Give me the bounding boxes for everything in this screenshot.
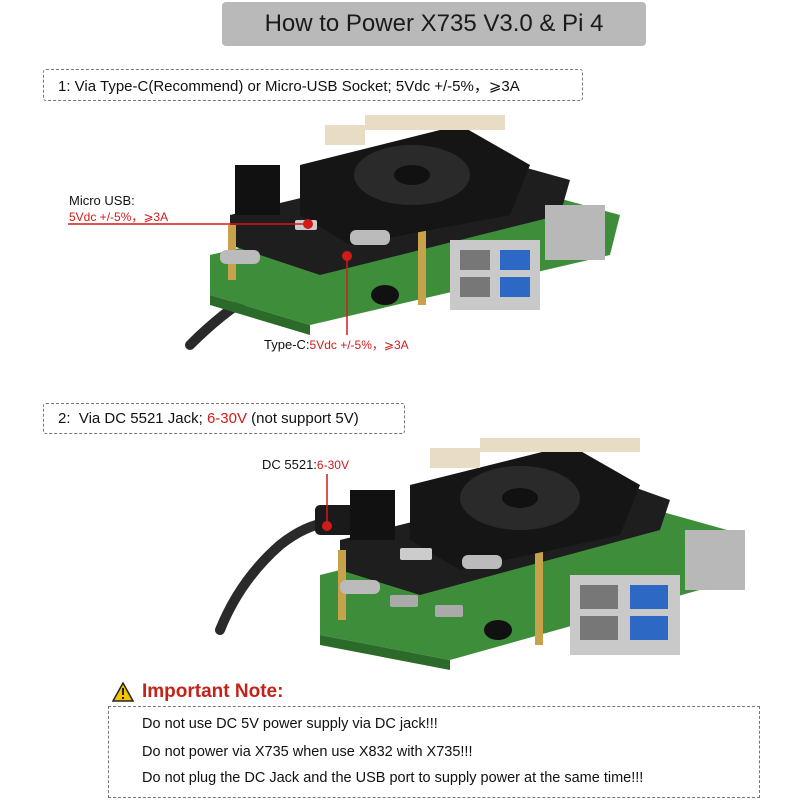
step2-voltage: 6-30V (206, 410, 247, 427)
board-illustration-2 (215, 438, 745, 670)
important-note-header: Important Note: (112, 678, 283, 706)
micro-usb-callout: Micro USB: 5Vdc +/-5%，⩾3A (69, 193, 168, 225)
important-note-box: Do not use DC 5V power supply via DC jac… (108, 706, 760, 798)
step2-prefix: 2: Via DC 5521 Jack; (58, 410, 207, 427)
dc-label: DC 5521: (262, 457, 317, 472)
micro-usb-pointer-line (68, 219, 313, 229)
dc-pointer-line (322, 474, 332, 531)
note-line-3: Do not plug the DC Jack and the USB port… (142, 770, 644, 786)
type-c-pointer-line (342, 251, 352, 335)
step2-instruction: 2: Via DC 5521 Jack; 6-30V (not support … (43, 403, 405, 434)
important-note-title: Important Note: (142, 681, 284, 702)
board-illustration-1 (185, 115, 620, 350)
type-c-label: Type-C: (264, 337, 310, 352)
type-c-spec: 5Vdc +/-5%，⩾3A (309, 338, 409, 352)
dc-spec: 6-30V (316, 458, 349, 472)
note-line-1: Do not use DC 5V power supply via DC jac… (142, 716, 438, 732)
note-line-2: Do not power via X735 when use X832 with… (142, 744, 473, 760)
step1-instruction: 1: Via Type-C(Recommend) or Micro-USB So… (43, 69, 583, 101)
warning-icon (112, 682, 134, 702)
micro-usb-spec: 5Vdc +/-5%，⩾3A (69, 210, 169, 224)
step2-suffix: (not support 5V) (247, 410, 359, 427)
dc-callout: DC 5521:6-30V (262, 457, 349, 472)
micro-usb-label: Micro USB: (69, 193, 135, 208)
page-title: How to Power X735 V3.0 & Pi 4 (222, 2, 646, 46)
type-c-callout: Type-C:5Vdc +/-5%，⩾3A (264, 336, 409, 353)
